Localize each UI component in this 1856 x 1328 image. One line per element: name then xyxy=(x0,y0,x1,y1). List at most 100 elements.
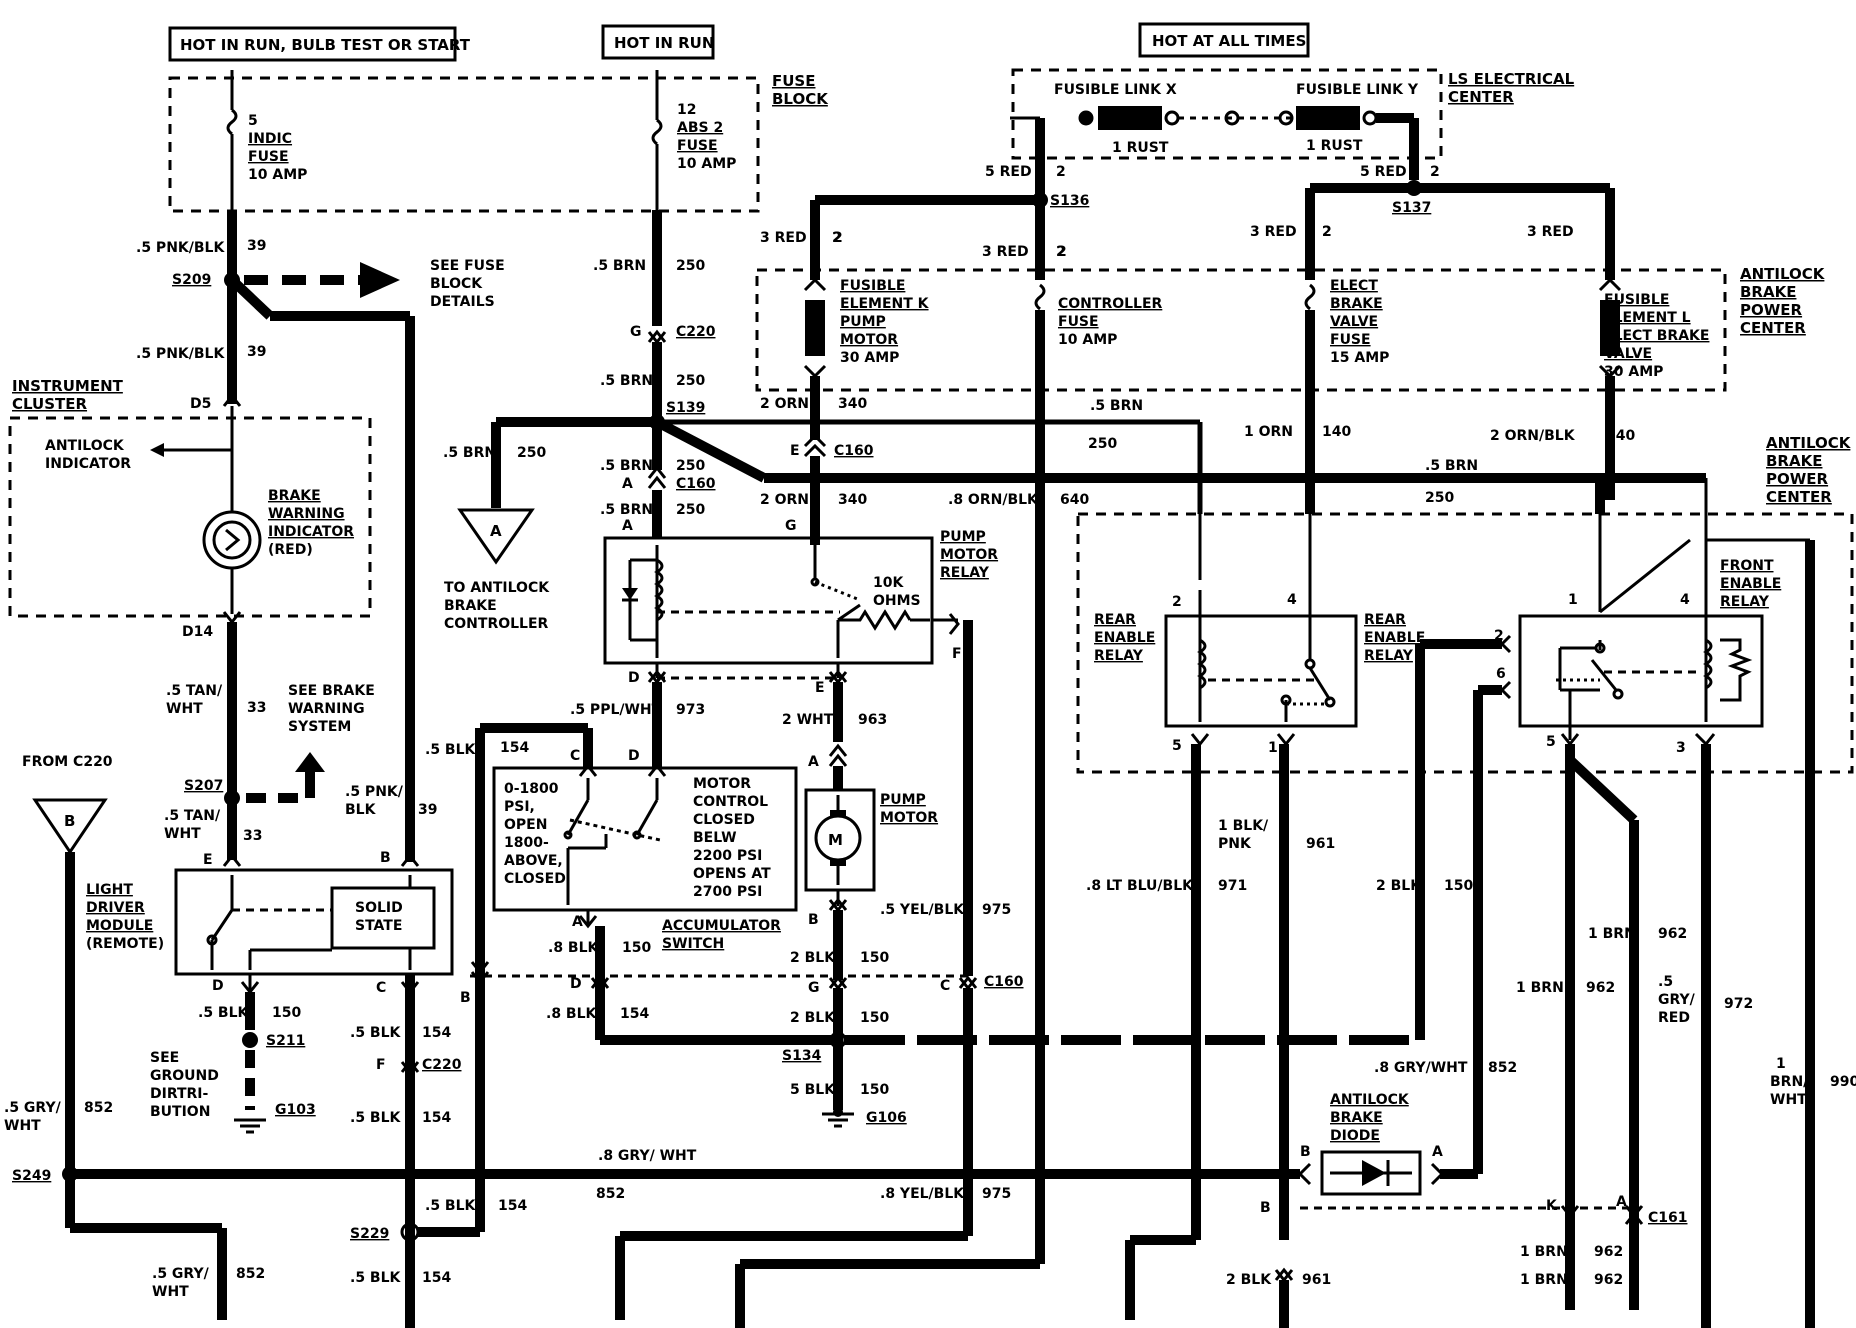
pin-d-c160: D xyxy=(570,976,582,992)
wire-39c-num: 39 xyxy=(418,802,437,818)
wire-150c-color: 2 BLK xyxy=(790,950,836,966)
abpc2-label-1: ANTILOCK xyxy=(1766,434,1852,452)
pin-f4: 4 xyxy=(1680,592,1690,608)
diode-symbol xyxy=(1297,1160,1445,1186)
wire-971-color: .8 LT BLU/BLK xyxy=(1086,878,1194,894)
wire-990-2: BRN/ xyxy=(1770,1074,1809,1090)
wire-154g-num: 154 xyxy=(620,1006,649,1022)
wire-962c-num: 962 xyxy=(1594,1244,1623,1260)
wire-640-color: .8 ORN/BLK xyxy=(948,492,1039,508)
wire-150a-num: 150 xyxy=(272,1005,301,1021)
wire-39c-color1: .5 PNK/ xyxy=(345,784,404,800)
splice-s209: S209 xyxy=(172,272,211,288)
pump-motor-label-2: MOTOR xyxy=(880,810,938,826)
fel-k-1: FUSIBLE xyxy=(840,278,905,294)
pin-a-pmr: A xyxy=(622,518,633,534)
pin-d-acc: D xyxy=(628,748,640,764)
wire-3red-c-color: 3 RED xyxy=(1250,224,1297,240)
pin-g-pmr: G xyxy=(785,518,797,534)
wire-973-num: 973 xyxy=(676,702,705,718)
pump-motor-label-1: PUMP xyxy=(880,792,926,808)
see-brake-2: WARNING xyxy=(288,701,365,717)
circuit-150-pump xyxy=(822,890,1418,1128)
wire-972-3: RED xyxy=(1658,1010,1690,1026)
wire-39c-color2: BLK xyxy=(345,802,377,818)
circuit-852-left xyxy=(62,852,1300,1320)
circuit-39-33 xyxy=(150,70,420,867)
pin-f-pmr: F xyxy=(952,646,962,662)
conn-c160b: C160 xyxy=(834,443,874,459)
pin-c-acc: C xyxy=(570,748,580,764)
abpc1-label-1: ANTILOCK xyxy=(1740,265,1826,283)
psi-note-4: 1800- xyxy=(504,835,549,851)
accumulator-switch xyxy=(492,766,798,912)
circuit-controller xyxy=(735,113,1091,1328)
elect-valve-3: VALVE xyxy=(1330,314,1378,330)
front-enable-internals xyxy=(1556,538,1753,740)
pin-e-c160: E xyxy=(790,443,800,459)
pin-f5: 5 xyxy=(1546,734,1556,750)
wire-990-1: 1 xyxy=(1776,1056,1786,1072)
accumulator-label-2: SWITCH xyxy=(662,936,724,952)
pin-g-c220: G xyxy=(630,324,642,340)
pin-a-c161: A xyxy=(1616,1194,1627,1210)
fusible-link-y: FUSIBLE LINK Y xyxy=(1296,82,1419,98)
pin-r1: 1 xyxy=(1268,740,1278,756)
wire-150b-color: .8 BLK xyxy=(548,940,600,956)
wire-250f-color: .5 BRN xyxy=(1090,398,1143,414)
pin-f6: 6 xyxy=(1496,666,1506,682)
header-box-hot-run xyxy=(601,24,715,60)
wire-150e-color: 5 BLK xyxy=(790,1082,836,1098)
wire-852a-color2: WHT xyxy=(4,1118,41,1134)
see-ground-1: SEE xyxy=(150,1050,179,1066)
wire-150b-num: 150 xyxy=(622,940,651,956)
fel-l-1: FUSIBLE xyxy=(1604,292,1669,308)
wire-154a-color: .5 BLK xyxy=(350,1025,402,1041)
abpc1-label-2: BRAKE xyxy=(1740,283,1796,301)
controller-fuse-1: CONTROLLER xyxy=(1058,296,1163,312)
wire-250b-color: .5 BRN xyxy=(600,373,653,389)
see-ground-4: BUTION xyxy=(150,1104,210,1120)
ground-g103-path xyxy=(234,974,266,1134)
wire-975b-num: 975 xyxy=(982,1186,1011,1202)
from-c220: FROM C220 xyxy=(22,754,113,770)
splice-s139: S139 xyxy=(666,400,705,416)
conn-c161: C161 xyxy=(1648,1210,1688,1226)
fusible-link-x: FUSIBLE LINK X xyxy=(1054,82,1177,98)
pump-motor-path xyxy=(828,663,848,790)
wire-852a-color1: .5 GRY/ xyxy=(4,1100,62,1116)
pin-ev2: 2 xyxy=(1322,224,1332,240)
indic-fuse-4: 10 AMP xyxy=(248,167,307,183)
pmr-label-2: MOTOR xyxy=(940,547,998,563)
pin-b-ldm: B xyxy=(380,850,391,866)
fel-l-5: 30 AMP xyxy=(1604,364,1663,380)
wire-963-color: 2 WHT xyxy=(782,712,834,728)
abpc2-label-3: POWER xyxy=(1766,470,1829,488)
see-ground-3: DIRTRI- xyxy=(150,1086,209,1102)
fel-k-5: 30 AMP xyxy=(840,350,899,366)
wire-640-num: 640 xyxy=(1060,492,1089,508)
relay-outputs xyxy=(1125,538,1815,1328)
wire-5red-b-num: 2 xyxy=(1430,164,1440,180)
fel-l-2: ELEMENT L xyxy=(1604,310,1691,326)
wire-33b-num: 33 xyxy=(243,828,262,844)
solid-state-2: STATE xyxy=(355,918,402,934)
conn-c220a: C220 xyxy=(676,324,716,340)
conn-c160c: C160 xyxy=(984,974,1024,990)
psi-note-6: CLOSED xyxy=(504,871,566,887)
psi-note-5: ABOVE, xyxy=(504,853,563,869)
motor-control-1: MOTOR xyxy=(693,776,751,792)
see-ground-2: GROUND xyxy=(150,1068,219,1084)
wire-3red-c-num: 2 xyxy=(1322,224,1332,240)
light-driver-internals xyxy=(206,875,412,970)
wire-150d-color: 2 BLK xyxy=(790,1010,836,1026)
wire-962b-color: 1 BRN xyxy=(1516,980,1564,996)
pin-b-c161: B xyxy=(1260,1200,1271,1216)
wire-250a-num: 250 xyxy=(676,258,705,274)
wire-962a-num: 962 xyxy=(1658,926,1687,942)
connector-b-letter: B xyxy=(64,812,75,830)
wire-973-color: .5 PPL/WHT xyxy=(570,702,662,718)
motor-control-7: 2700 PSI xyxy=(693,884,762,900)
abpc1-outline xyxy=(755,268,1727,392)
wire-961a-num: 961 xyxy=(1306,836,1335,852)
